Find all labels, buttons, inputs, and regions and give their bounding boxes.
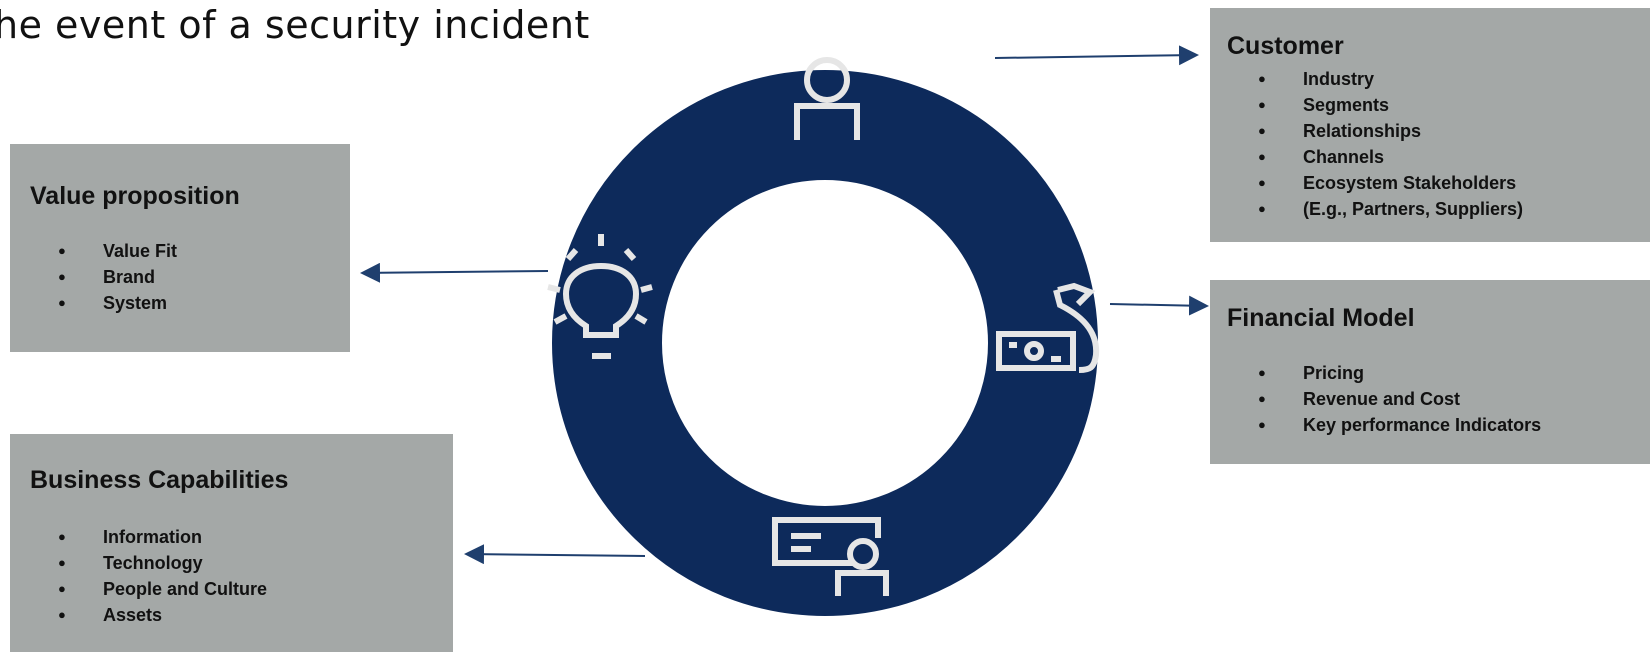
arrow-to-customer — [994, 45, 1199, 66]
id-card-icon — [772, 517, 889, 596]
list-item: Channels — [1258, 144, 1523, 170]
business-capabilities-list: Information Technology People and Cultur… — [58, 524, 267, 628]
list-item: (E.g., Partners, Suppliers) — [1258, 196, 1523, 222]
business-capabilities-title: Business Capabilities — [30, 466, 289, 494]
arrow-to-business — [464, 544, 646, 565]
lightbulb-icon — [547, 234, 653, 359]
person-icon — [794, 57, 860, 140]
money-bag-icon — [996, 282, 1100, 373]
list-item: Ecosystem Stakeholders — [1258, 170, 1523, 196]
list-item: Key performance Indicators — [1258, 412, 1541, 438]
value-proposition-list: Value Fit Brand System — [58, 238, 177, 316]
list-item: Industry — [1258, 66, 1523, 92]
arrow-to-financial — [1109, 295, 1209, 316]
list-item: Value Fit — [58, 238, 177, 264]
ring-diagram — [552, 70, 1098, 616]
list-item: Revenue and Cost — [1258, 386, 1541, 412]
list-item: Segments — [1258, 92, 1523, 118]
financial-model-list: Pricing Revenue and Cost Key performance… — [1258, 360, 1541, 438]
list-item: People and Culture — [58, 576, 267, 602]
business-capabilities-box: Business Capabilities Information Techno… — [10, 434, 453, 652]
list-item: Technology — [58, 550, 267, 576]
customer-title: Customer — [1227, 32, 1344, 60]
list-item: Brand — [58, 264, 177, 290]
financial-model-box: Financial Model Pricing Revenue and Cost… — [1210, 280, 1650, 464]
heading-line: he event of a security incident — [0, 3, 590, 47]
value-proposition-box: Value proposition Value Fit Brand System — [10, 144, 350, 352]
list-item: Relationships — [1258, 118, 1523, 144]
list-item: Assets — [58, 602, 267, 628]
customer-box: Customer Industry Segments Relationships… — [1210, 8, 1650, 242]
list-item: Information — [58, 524, 267, 550]
list-item: System — [58, 290, 177, 316]
financial-model-title: Financial Model — [1227, 304, 1415, 332]
customer-list: Industry Segments Relationships Channels… — [1258, 66, 1523, 222]
value-proposition-title: Value proposition — [30, 182, 240, 210]
arrow-to-value — [360, 262, 549, 283]
list-item: Pricing — [1258, 360, 1541, 386]
